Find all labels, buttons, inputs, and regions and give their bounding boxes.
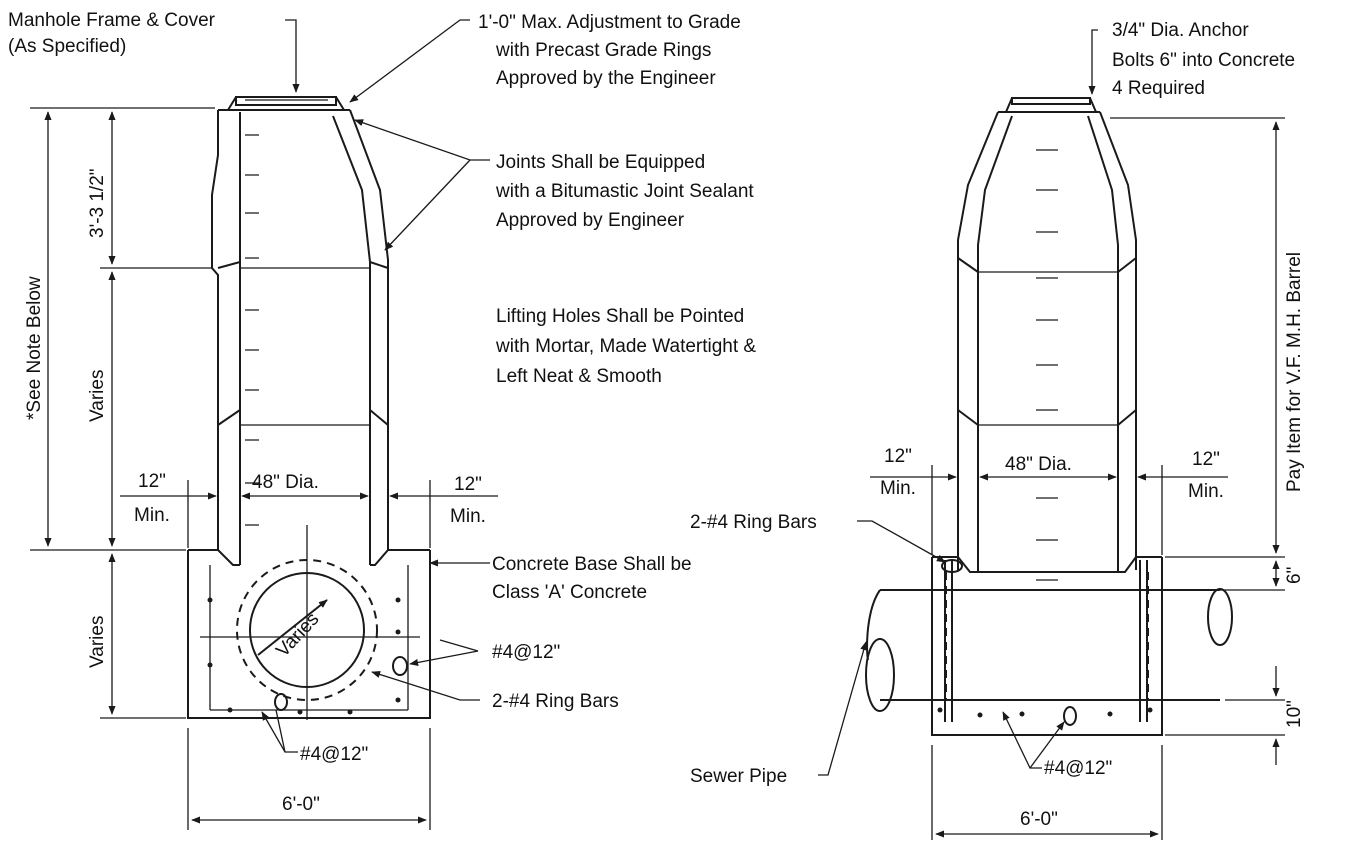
left-cone-joint [217,261,389,269]
right-inside-dia-dim: 48" Dia. [1005,454,1072,475]
right-manhole-steps [1036,149,1058,581]
right-ring-bars-label: 2-#4 Ring Bars [690,512,817,533]
sewer-pipe-label: Sewer Pipe [690,766,787,787]
slab-top-dim: 6" [1284,567,1305,584]
left-vertical-dimensions [30,107,215,719]
left-horizontal-dimensions [120,480,498,830]
left-concrete-base [187,525,431,720]
pay-item-label: Pay Item for V.F. M.H. Barrel [1284,252,1305,492]
base-height-dim: Varies [87,616,108,668]
left-rebar-bottom-label: #4@12" [300,744,368,765]
right-outer-wall-right [1099,111,1137,570]
right-manhole-elevation [818,29,1285,840]
slab-bottom-dim: 10" [1284,700,1305,728]
left-min-left-dim: 12"Min. [134,471,170,526]
right-dimensions [870,117,1285,840]
right-base-width-dim: 6'-0" [1020,809,1058,830]
left-riser-joint [217,409,389,426]
right-concrete-base [931,556,1163,736]
right-min-left-dim: 12"Min. [880,446,916,499]
right-frame-cover [998,97,1100,113]
left-manhole-steps [245,134,259,526]
left-rebar-side-label: #4@12" [492,642,560,663]
frame-cover-label: Manhole Frame & Cover(As Specified) [8,10,216,57]
pipe-dia-dim: Varies [272,609,323,662]
right-sewer-pipe [865,588,1233,712]
left-inside-dia-dim: 48" Dia. [252,472,319,493]
left-inner-wall-right [332,115,371,565]
right-inner-wall-right [1087,115,1119,572]
left-frame-cover [218,96,350,111]
cone-height-dim: 3'-3 1/2" [87,168,108,238]
right-leader-lines [818,29,1098,776]
left-ring-bars-label: 2-#4 Ring Bars [492,691,619,712]
left-outer-wall-right [349,109,389,550]
left-manhole-elevation [30,19,498,830]
left-labels: Manhole Frame & Cover(As Specified) 1'-0… [8,10,756,815]
left-base-width-dim: 6'-0" [282,794,320,815]
left-outer-wall-left [211,110,219,550]
left-min-right-dim: 12"Min. [450,474,486,527]
left-leader-lines [261,19,490,753]
riser-height-dim: Varies [87,370,108,422]
see-note-label: *See Note Below [24,276,45,420]
right-inner-wall-left [977,115,1013,572]
right-outer-wall-left [957,111,999,570]
right-rebar-bottom-label: #4@12" [1044,758,1112,779]
right-min-right-dim: 12"Min. [1188,449,1224,502]
